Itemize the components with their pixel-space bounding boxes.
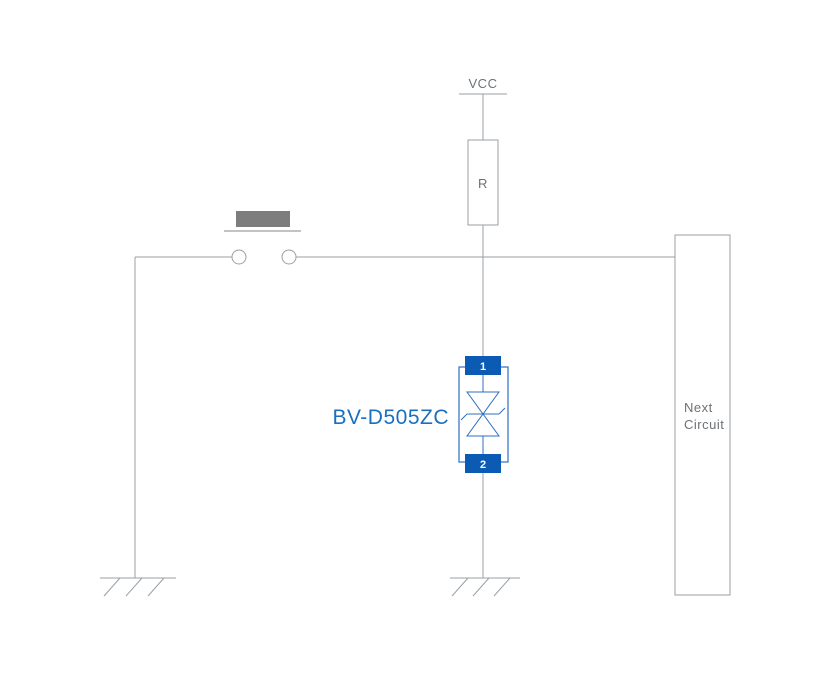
resistor: R (467, 139, 499, 226)
tvs-pin-bottom-label: 2 (480, 459, 486, 471)
ground-center-hatch-3 (493, 577, 511, 597)
ground-left (100, 577, 176, 597)
next-circuit-box (674, 234, 731, 596)
vcc-supply: VCC (459, 76, 507, 140)
component-part-number-label: BV-D505ZC (332, 406, 449, 429)
ground-center-hatch-2 (472, 577, 490, 597)
push-button-switch (224, 211, 301, 265)
tvs-diode-component: 1 2 (458, 356, 509, 473)
switch-contact-right (281, 249, 297, 265)
tvs-symbol-cathode-tick-right (498, 407, 506, 415)
tvs-symbol-cathode-tick-left (460, 413, 468, 421)
button-cap (236, 211, 290, 227)
resistor-body (467, 139, 499, 226)
ground-center (450, 577, 520, 597)
next-circuit-label-line2: Circuit (684, 417, 724, 432)
ground-center-hatch-1 (451, 577, 469, 597)
next-circuit-block: Next Circuit (674, 234, 731, 596)
resistor-label: R (478, 176, 488, 191)
tvs-pin-top (465, 356, 501, 375)
switch-contact-left (231, 249, 247, 265)
tvs-pin-top-label: 1 (480, 361, 486, 373)
ground-left-hatch-2 (125, 577, 143, 597)
tvs-symbol (460, 375, 506, 454)
tvs-symbol-triangle-top (466, 391, 500, 415)
next-circuit-label-line1: Next (684, 400, 713, 415)
vcc-label: VCC (469, 76, 498, 91)
tvs-pin-bottom (465, 454, 501, 473)
ground-left-hatch-3 (147, 577, 165, 597)
ground-left-hatch-1 (103, 577, 121, 597)
